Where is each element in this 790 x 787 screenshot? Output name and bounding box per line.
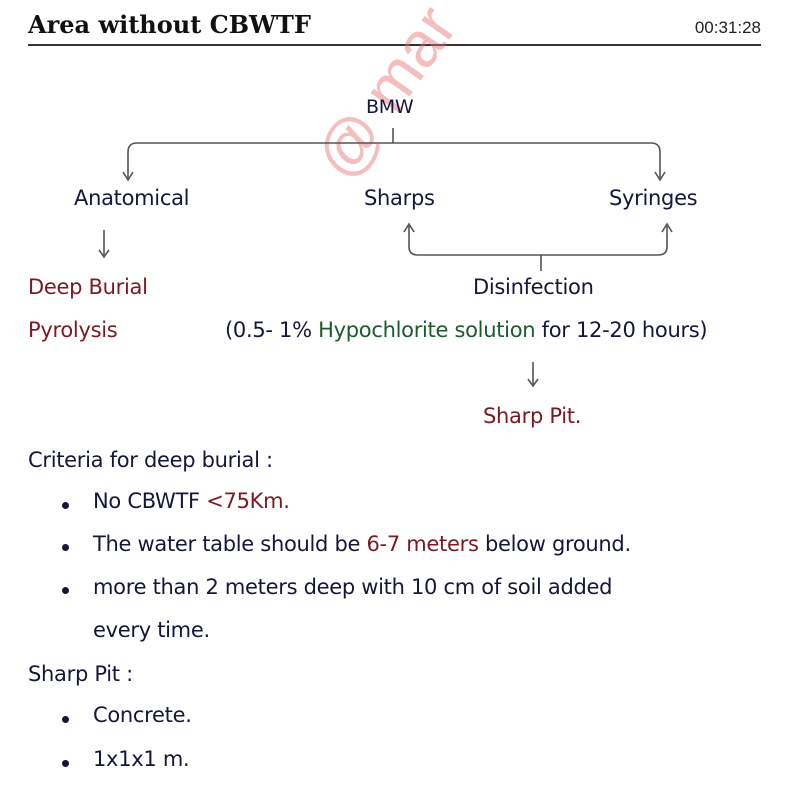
disinfection-duration: for 12-20 hours) — [541, 318, 708, 342]
criteria-item-3-line1: more than 2 meters deep with 10 cm of so… — [93, 575, 613, 599]
disinfection-result-sharp-pit: Sharp Pit. — [483, 404, 582, 428]
criteria-water-table: 6-7 meters — [366, 532, 479, 556]
diagram-root-bmw: BMW — [366, 96, 414, 118]
disinfection-concentration: (0.5- 1% — [225, 318, 312, 342]
criteria-item-1: No CBWTF <75Km. — [93, 489, 290, 513]
method-deep-burial: Deep Burial — [28, 275, 148, 299]
bullet-icon — [62, 716, 69, 723]
bullet-icon — [62, 502, 69, 509]
branch-sharps: Sharps — [364, 186, 435, 210]
criteria-heading: Criteria for deep burial : — [28, 448, 273, 472]
sharp-pit-item-2: 1x1x1 m. — [93, 747, 190, 771]
page-header: Area without CBWTF 00:31:28 — [28, 6, 761, 46]
criteria-distance: <75Km. — [206, 489, 290, 513]
method-pyrolysis: Pyrolysis — [28, 318, 118, 342]
disinfection-detail: (0.5- 1% Hypochlorite solution for 12-20… — [225, 318, 708, 342]
bullet-icon — [62, 587, 69, 594]
branch-anatomical: Anatomical — [74, 186, 190, 210]
video-timestamp: 00:31:28 — [694, 18, 761, 37]
criteria-item-3-line2: every time. — [93, 618, 210, 642]
page-title: Area without CBWTF — [28, 10, 311, 39]
bullet-icon — [62, 544, 69, 551]
bullet-icon — [62, 760, 69, 767]
disinfection-label: Disinfection — [473, 275, 594, 299]
sharp-pit-heading: Sharp Pit : — [28, 662, 133, 686]
criteria-item-2: The water table should be 6-7 meters bel… — [93, 532, 631, 556]
disinfection-agent: Hypochlorite solution — [318, 318, 536, 342]
sharp-pit-item-1: Concrete. — [93, 703, 192, 727]
branch-syringes: Syringes — [609, 186, 698, 210]
